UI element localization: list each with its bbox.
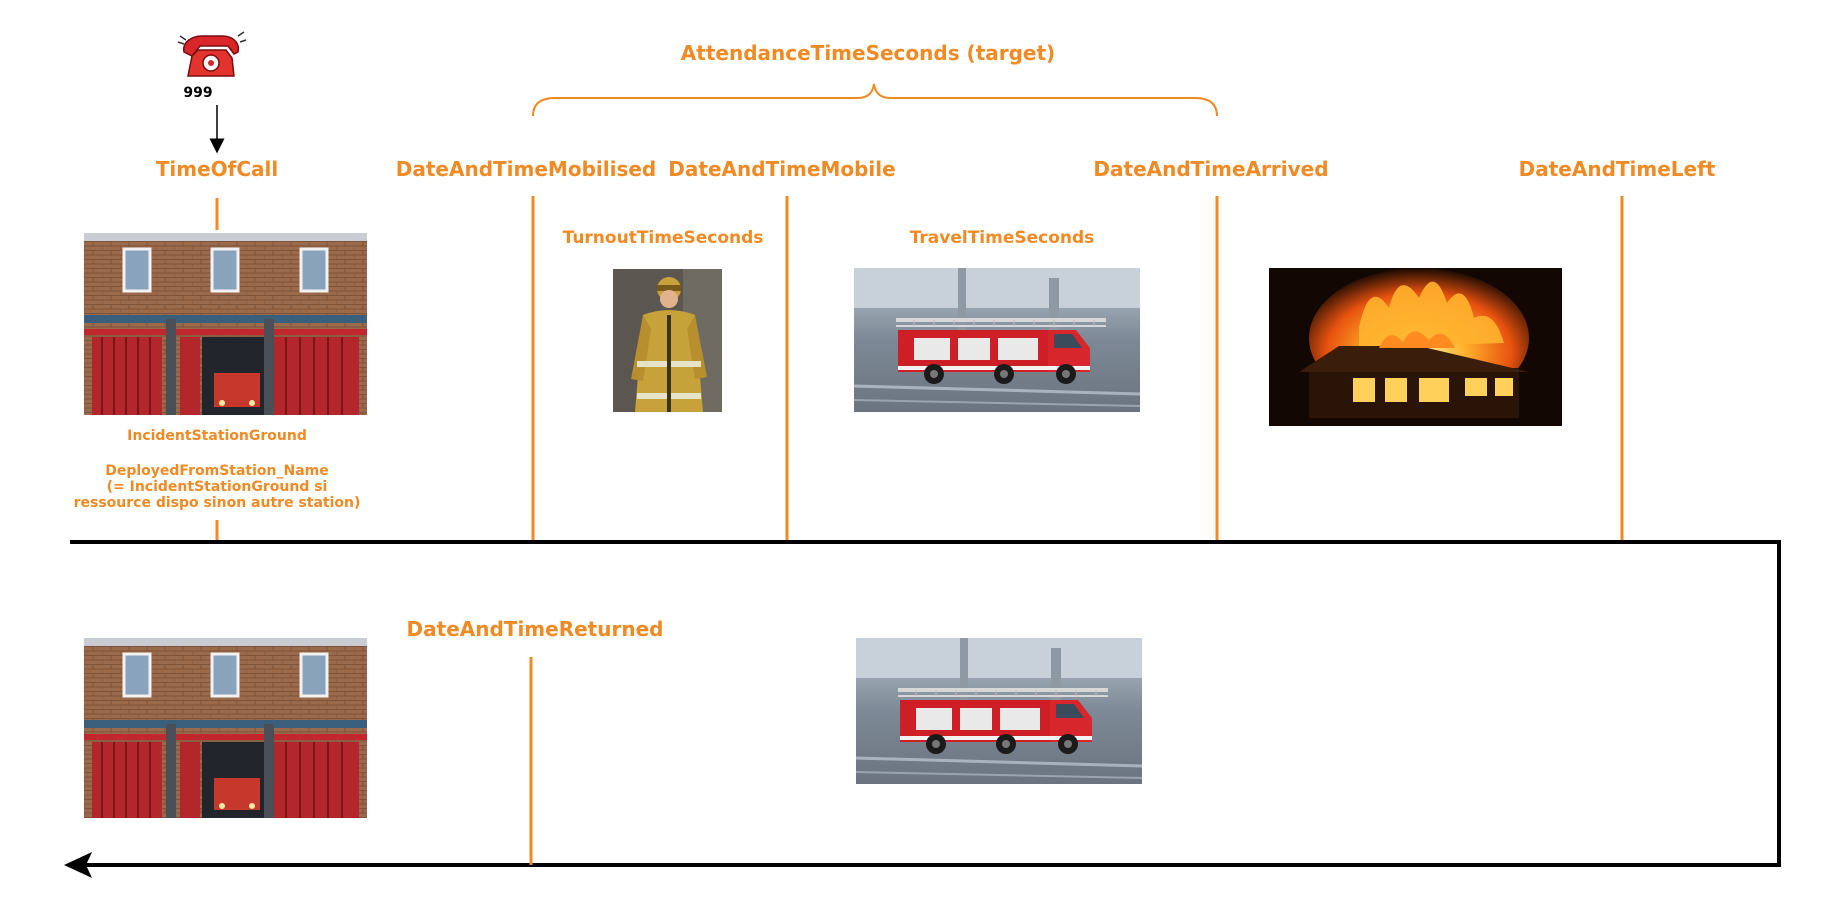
fire-station-image (84, 233, 367, 415)
fire-truck-image-return (855, 638, 1143, 784)
fire-station-image-return (84, 638, 367, 818)
burning-house-image (1269, 268, 1562, 426)
timeline-loop (70, 540, 1781, 867)
label-incident-station-ground: IncidentStationGround (127, 428, 307, 444)
label-left: DateAndTimeLeft (1519, 157, 1716, 181)
fire-truck-image (853, 268, 1141, 412)
label-arrived: DateAndTimeArrived (1093, 157, 1328, 181)
attendance-target-label: AttendanceTimeSeconds (target) (681, 41, 1055, 65)
label-deployed-note-line2: ressource dispo sinon autre station) (74, 495, 361, 511)
label-travel-time: TravelTimeSeconds (910, 228, 1095, 248)
firefighter-image (613, 269, 722, 412)
label-returned: DateAndTimeReturned (407, 617, 664, 641)
attendance-brace (532, 83, 1218, 117)
label-turnout-time: TurnoutTimeSeconds (563, 228, 764, 248)
telephone-icon (177, 31, 247, 77)
phone-number: 999 (183, 85, 212, 101)
label-time-of-call: TimeOfCall (156, 157, 279, 181)
timeline-return-arrowhead (64, 852, 92, 878)
label-deployed-from-station: DeployedFromStation_Name (105, 463, 329, 479)
label-mobilised: DateAndTimeMobilised (396, 157, 656, 181)
label-mobile: DateAndTimeMobile (668, 157, 895, 181)
label-deployed-note-line1: (= IncidentStationGround si (107, 479, 328, 495)
